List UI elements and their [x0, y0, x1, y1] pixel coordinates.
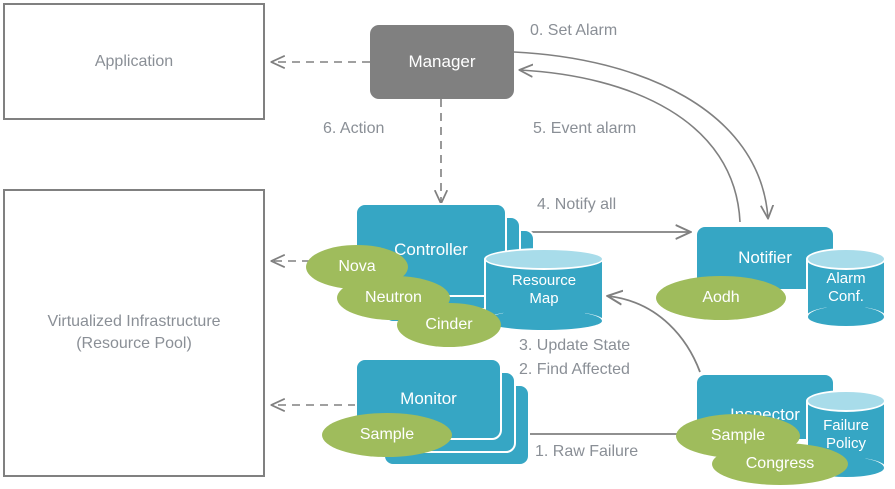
aodh-label: Aodh [702, 289, 740, 306]
neutron-label: Neutron [365, 289, 422, 306]
resource-map-label: Resource Map [484, 248, 604, 332]
alarm-conf-line1: Alarm [826, 270, 866, 287]
controller-label: Controller [394, 240, 468, 259]
flow-label-step6: 6. Action [323, 120, 385, 137]
nova-label: Nova [338, 258, 376, 275]
alarm-conf-label: Alarm Conf. [806, 248, 886, 328]
monitor-label: Monitor [400, 389, 457, 408]
cylinder-top [484, 248, 604, 270]
cylinder-left-edge [806, 401, 808, 468]
resource-map-cylinder[interactable]: Resource Map [484, 248, 604, 332]
infrastructure-label-line1: Virtualized Infrastructure [47, 313, 221, 331]
cylinder-top [806, 390, 886, 412]
application-box[interactable]: Application [3, 3, 265, 120]
flow-label-step5: 5. Event alarm [533, 120, 637, 137]
cylinder-bottom [806, 306, 886, 328]
cinder-label: Cinder [425, 316, 473, 333]
flow-label-step4: 4. Notify all [537, 196, 617, 213]
cylinder-left-edge [484, 259, 486, 321]
failure-policy-label: Failure Policy [806, 390, 886, 479]
alarm-conf-cylinder[interactable]: Alarm Conf. [806, 248, 886, 328]
congress-label: Congress [745, 455, 815, 472]
notifier-label: Notifier [738, 248, 792, 267]
failure-policy-line1: Failure [823, 416, 869, 434]
cylinder-top [806, 248, 886, 270]
infrastructure-label-line2: (Resource Pool) [76, 335, 192, 352]
cylinder-right-edge [884, 401, 886, 468]
cylinder-left-edge [806, 259, 808, 317]
failure-policy-line2: Policy [825, 434, 866, 452]
manager-box[interactable]: Manager [370, 25, 514, 99]
flow-label-step3: 3. Update State [519, 337, 631, 354]
cylinder-right-edge [602, 259, 604, 321]
project-ellipse-monitor-sample[interactable]: Sample [322, 413, 452, 457]
flow-label-step1: 1. Raw Failure [535, 443, 639, 460]
project-ellipse-cinder[interactable]: Cinder [397, 303, 501, 347]
cylinder-right-edge [884, 259, 886, 317]
project-ellipse-congress[interactable]: Congress [712, 443, 848, 485]
inspector-sample-label: Sample [710, 427, 766, 444]
flow-label-step2: 2. Find Affected [519, 361, 630, 378]
resource-map-line2: Map [529, 290, 559, 307]
project-ellipse-aodh[interactable]: Aodh [656, 276, 786, 320]
flow-label-step0: 0. Set Alarm [530, 22, 618, 39]
alarm-conf-line2: Conf. [828, 288, 864, 305]
failure-policy-cylinder[interactable]: Failure Policy [806, 390, 886, 479]
monitor-sample-label: Sample [359, 426, 415, 443]
infrastructure-box[interactable]: Virtualized Infrastructure (Resource Poo… [3, 189, 265, 477]
resource-map-line1: Resource [511, 272, 577, 289]
manager-label: Manager [408, 52, 476, 71]
application-label: Application [94, 52, 174, 70]
